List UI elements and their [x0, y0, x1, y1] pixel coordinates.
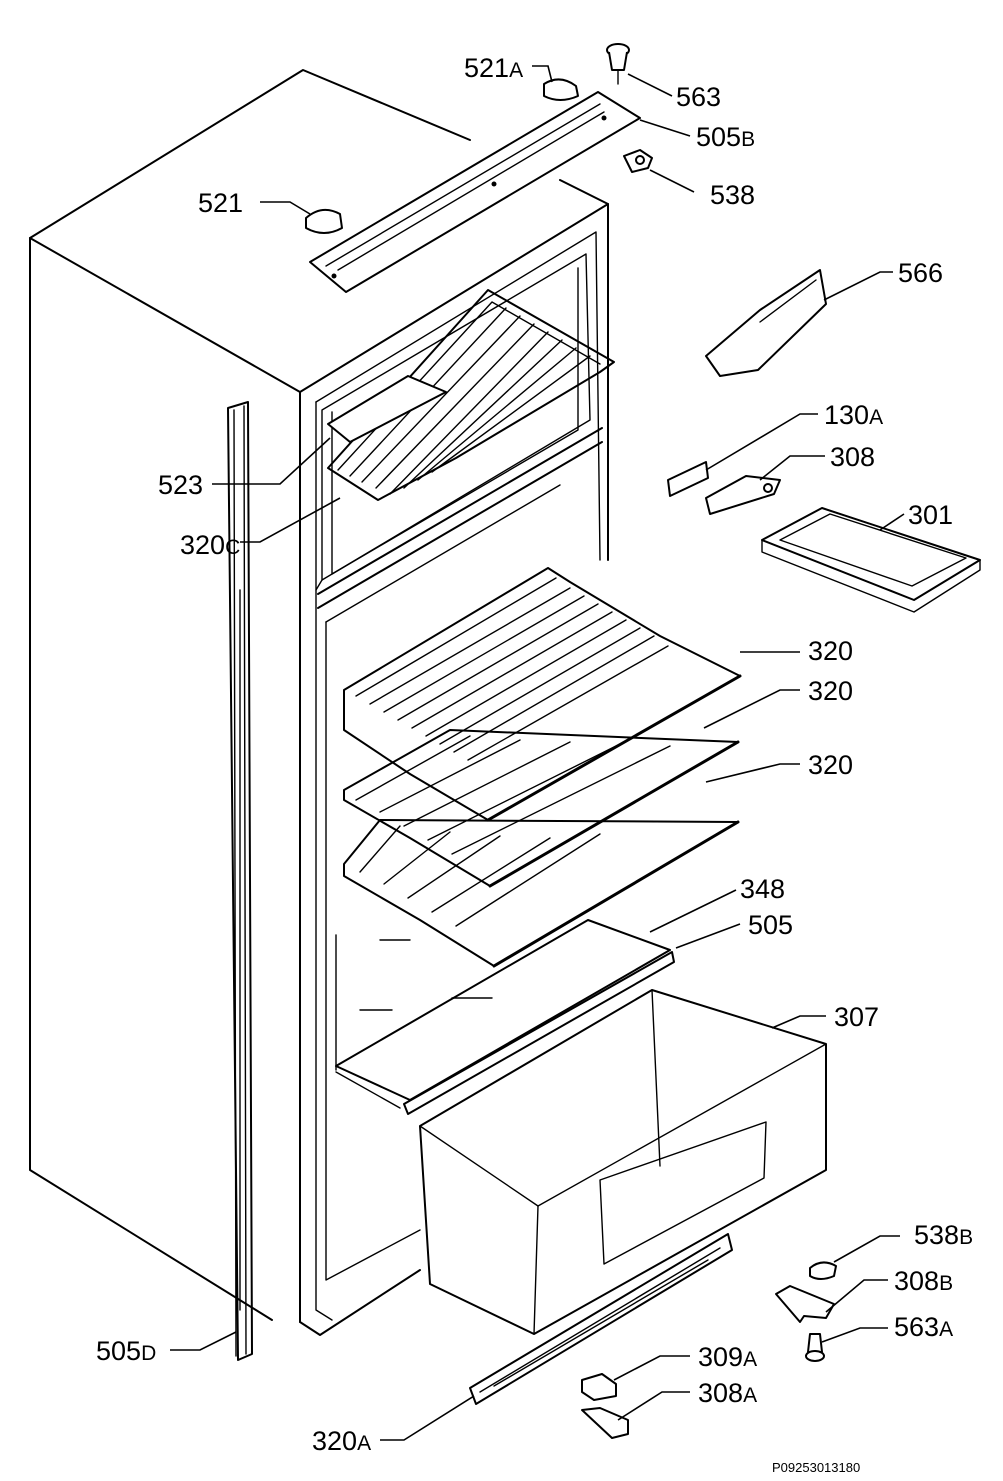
label-301: 301 — [908, 500, 953, 530]
hinge-308 — [705, 475, 781, 515]
label-308: 308 — [830, 442, 875, 472]
leader-lines — [170, 65, 905, 1441]
label-320-top: 320 — [808, 636, 853, 666]
hinge-bush-538 — [623, 149, 653, 173]
hinge-cap-521 — [305, 208, 343, 234]
label-505d: 505D — [96, 1336, 156, 1366]
top-hinge-plate-505b — [309, 91, 641, 293]
glass-shelf-348 — [335, 919, 671, 1101]
wire-shelf-320-bottom — [343, 819, 740, 968]
label-320a: 320A — [312, 1426, 371, 1456]
hinge-pin-563 — [606, 43, 630, 85]
label-308a: 308A — [698, 1378, 757, 1408]
label-320-middle: 320 — [808, 676, 853, 706]
label-521a: 521A — [464, 53, 523, 83]
door-seal-505d — [227, 401, 253, 1361]
label-538b: 538B — [914, 1220, 973, 1250]
label-538: 538 — [710, 180, 755, 210]
label-320-bottom: 320 — [808, 750, 853, 780]
ice-tray-301 — [761, 507, 981, 613]
wire-shelf-320-middle — [343, 729, 740, 888]
label-563a: 563A — [894, 1312, 953, 1342]
wire-shelf-320-top — [343, 567, 742, 822]
label-505: 505 — [748, 910, 793, 940]
shelf-trim-505 — [403, 951, 675, 1115]
label-320c: 320C — [180, 530, 240, 560]
hinge-308a — [581, 1407, 629, 1439]
label-308b: 308B — [894, 1266, 953, 1296]
hinge-bush-538b — [809, 1261, 837, 1280]
label-348: 348 — [740, 874, 785, 904]
refrigerator-cabinet — [29, 69, 609, 1336]
handle-566 — [705, 269, 827, 377]
label-523: 523 — [158, 470, 203, 500]
bracket-130a — [667, 461, 709, 497]
hinge-cover-309a — [581, 1373, 617, 1401]
label-521: 521 — [198, 188, 243, 218]
hinge-cap-521a — [543, 78, 579, 101]
label-309a: 309A — [698, 1342, 757, 1372]
freezer-tray-523 — [327, 375, 447, 443]
label-566: 566 — [898, 258, 943, 288]
part-labels: 521A 563 505B 538 521 566 130A 308 301 5… — [96, 53, 973, 1456]
ventilation-grille-320a — [469, 1233, 733, 1405]
drawing-reference-code: P09253013180 — [772, 1460, 860, 1475]
label-505b: 505B — [696, 122, 755, 152]
crisper-drawer-307 — [419, 989, 827, 1335]
label-563: 563 — [676, 82, 721, 112]
hinge-308b — [775, 1285, 835, 1323]
hinge-pin-563a — [805, 1333, 825, 1362]
label-130a: 130A — [824, 400, 883, 430]
label-307: 307 — [834, 1002, 879, 1032]
